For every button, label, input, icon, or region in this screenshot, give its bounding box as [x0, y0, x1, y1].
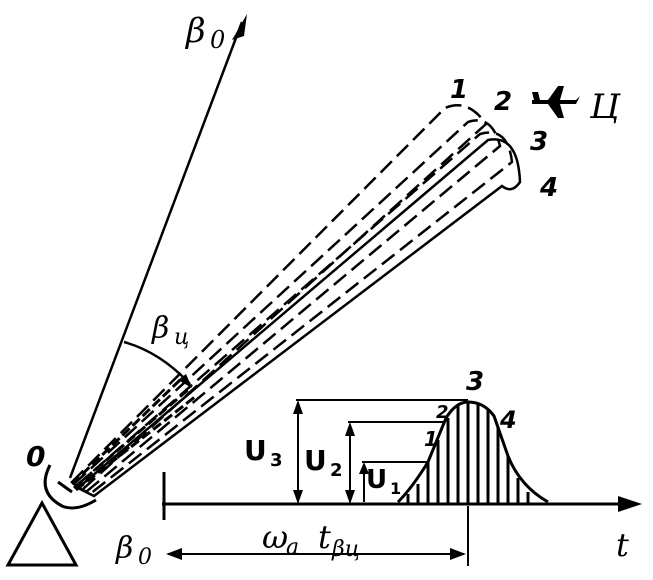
omega-t-arrow-left	[166, 548, 182, 560]
beta0-bottom-label: β	[115, 531, 133, 566]
u3-arrow-up	[293, 400, 303, 414]
u3-subscript: 3	[270, 450, 283, 471]
pulse-1-label: 1	[424, 427, 438, 451]
beam-lobe-3	[73, 131, 514, 496]
pulse-2-label: 2	[436, 402, 449, 423]
t-beta-label: t	[318, 518, 331, 556]
t-beta-subscript: βц	[331, 537, 360, 562]
beta-c-arrowhead	[178, 374, 192, 388]
omega-label: ω	[262, 518, 288, 556]
u3-label: U	[244, 434, 267, 467]
origin-label: 0	[26, 440, 45, 473]
beam-4-label: 4	[539, 173, 558, 203]
pulse-envelope	[396, 400, 549, 504]
beam-core	[70, 378, 197, 492]
u2-subscript: 2	[330, 460, 343, 481]
beam-lobe-4	[75, 138, 522, 498]
antenna-tripod	[5, 499, 79, 567]
beam-2-label: 2	[494, 87, 512, 117]
beta0-direction-line	[68, 21, 244, 479]
beam-lobe-2	[71, 119, 502, 494]
t-axis-label: t	[616, 526, 629, 564]
pulse-lines	[406, 402, 530, 504]
pulse-4-label: 4	[499, 406, 517, 434]
u2-label: U	[304, 444, 327, 477]
time-axis-arrowhead	[618, 496, 642, 512]
beta-c-subscript: ц	[174, 325, 189, 350]
beta0-arrowhead	[232, 14, 247, 40]
antenna-feed	[57, 480, 73, 494]
beam-3-label: 3	[530, 127, 548, 157]
u2-arrow-up	[345, 422, 355, 436]
target-airplane-icon	[532, 86, 580, 118]
pulse-3-label: 3	[466, 367, 484, 397]
u1-label: U	[366, 465, 387, 495]
u2-arrow-down	[345, 490, 355, 504]
u3-arrow-down	[293, 490, 303, 504]
omega-subscript: a	[286, 535, 299, 560]
beta0-top-subscript: 0	[210, 26, 225, 54]
target-label: Ц	[589, 87, 621, 127]
beta0-top-label: β	[184, 11, 206, 51]
beam-1-label: 1	[450, 75, 468, 105]
beta-c-label: β	[151, 311, 169, 346]
beta0-bottom-subscript: 0	[138, 545, 152, 570]
omega-t-arrow-right	[450, 548, 466, 560]
u1-subscript: 1	[390, 479, 401, 498]
u1-arrow-up	[359, 462, 369, 474]
antenna-dish	[43, 464, 97, 510]
